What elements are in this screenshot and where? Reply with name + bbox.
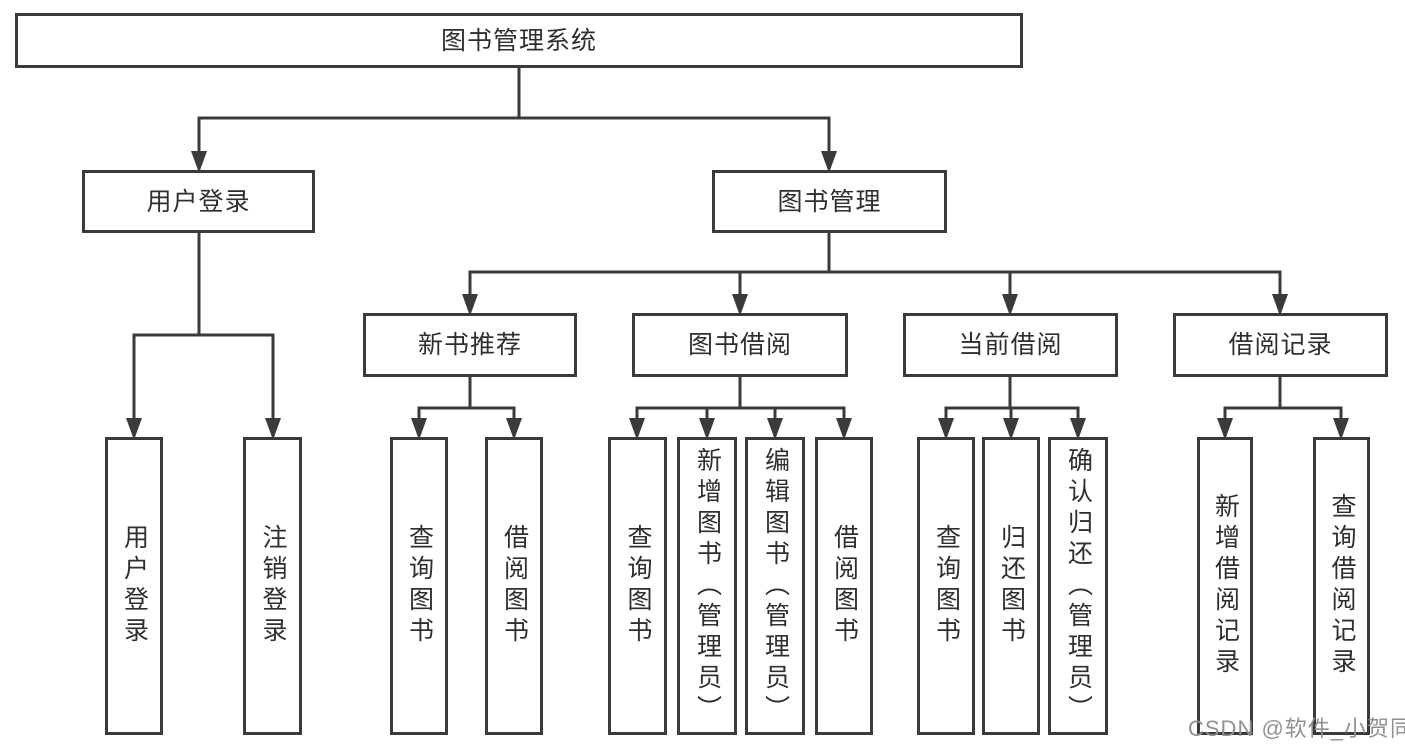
node-label: 借阅图书: [500, 524, 529, 648]
node-label: 查询图书: [932, 524, 961, 648]
connector-current-borrow-children: [938, 375, 1086, 440]
node-label: 借阅记录: [1228, 331, 1333, 359]
leaf-query-borrow-record: 查询借阅记录: [1313, 437, 1370, 735]
connector-book-management-children: [462, 231, 1288, 316]
node-library-management-system: 图书管理系统: [15, 13, 1023, 68]
leaf-return-books: 归还图书: [982, 437, 1040, 735]
node-label: 查询图书: [624, 524, 652, 648]
node-label: 查询借阅记录: [1328, 493, 1356, 679]
leaf-edit-books-admin: 编辑图书（管理员）: [745, 437, 805, 735]
leaf-recommend-query-books: 查询图书: [390, 437, 448, 735]
leaf-user-login: 用户登录: [105, 437, 163, 735]
node-book-borrow: 图书借阅: [632, 313, 848, 377]
leaf-confirm-return-admin: 确认归还（管理员）: [1048, 437, 1108, 735]
leaf-borrow-query-books: 查询图书: [608, 437, 667, 735]
connector-root-to-level2: [191, 66, 837, 173]
node-label: 当前借阅: [958, 331, 1063, 359]
node-borrow-records: 借阅记录: [1173, 313, 1388, 377]
node-user-login: 用户登录: [82, 170, 315, 233]
node-label: 新书推荐: [417, 331, 522, 359]
node-label: 新增借阅记录: [1211, 493, 1240, 679]
node-label: 图书管理: [777, 187, 882, 216]
node-label: 归还图书: [997, 524, 1026, 648]
node-book-management: 图书管理: [712, 170, 947, 233]
node-label: 图书借阅: [687, 331, 792, 359]
node-label: 新增图书（管理员）: [693, 446, 722, 726]
node-label: 编辑图书（管理员）: [761, 446, 790, 726]
connector-book-borrow-children: [629, 375, 852, 440]
connector-new-book-recommend-children: [411, 375, 522, 440]
leaf-borrow-books: 借阅图书: [815, 437, 873, 735]
csdn-watermark: CSDN @软件_小贺同学: [1188, 716, 1405, 741]
leaf-logout: 注销登录: [243, 437, 302, 735]
node-label: 用户登录: [120, 524, 149, 648]
node-label: 查询图书: [405, 524, 434, 648]
node-new-book-recommend: 新书推荐: [363, 313, 577, 377]
node-label: 注销登录: [259, 524, 287, 648]
leaf-add-borrow-record: 新增借阅记录: [1197, 437, 1253, 735]
node-label: 用户登录: [146, 187, 251, 216]
leaf-add-books-admin: 新增图书（管理员）: [677, 437, 737, 735]
node-label: 借阅图书: [830, 524, 859, 648]
node-label: 确认归还（管理员）: [1064, 446, 1093, 726]
node-current-borrow: 当前借阅: [903, 313, 1118, 377]
connector-user-login-children: [126, 231, 281, 440]
leaf-current-query-books: 查询图书: [917, 437, 975, 735]
leaf-recommend-borrow-books: 借阅图书: [485, 437, 543, 735]
node-label: 图书管理系统: [440, 26, 597, 55]
connector-borrow-records-children: [1217, 375, 1349, 440]
